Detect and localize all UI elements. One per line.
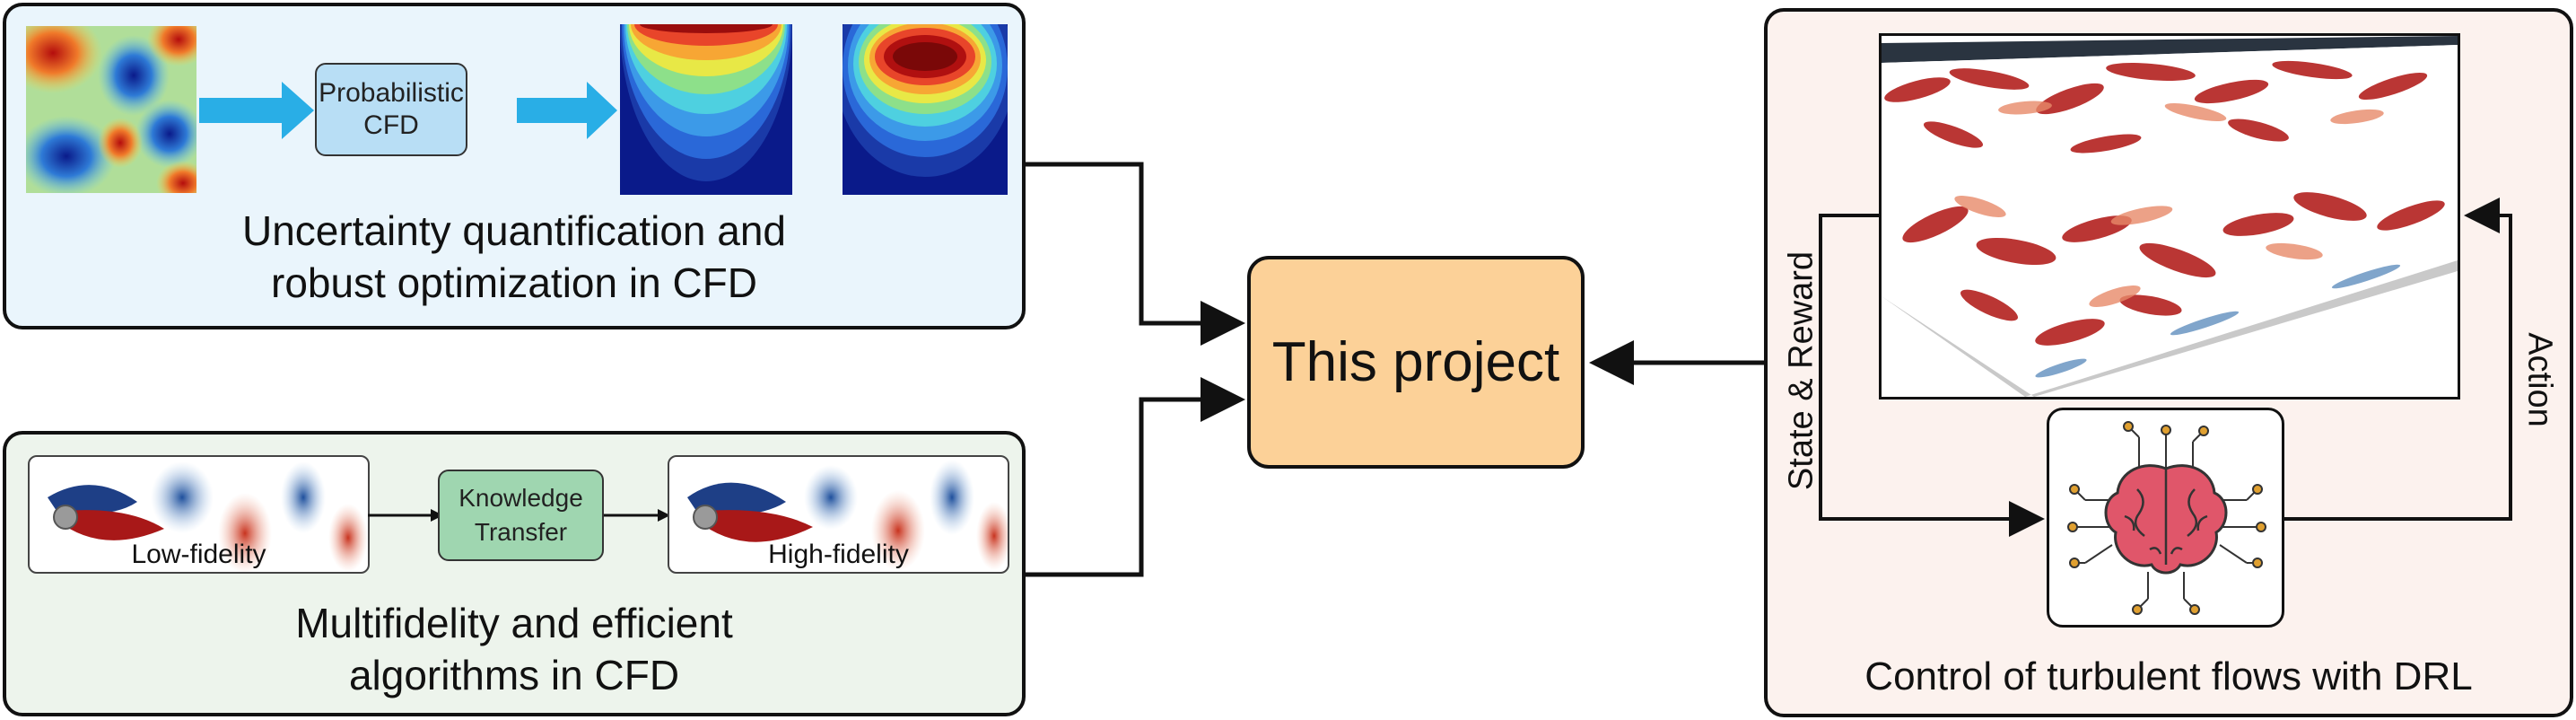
this-project-label: This project: [1271, 331, 1560, 393]
neural-network-agent: [2047, 408, 2284, 628]
high-fidelity-flow-image: High-fidelity: [668, 455, 1009, 574]
drl-feedback-loop: [1819, 198, 2512, 537]
low-fidelity-flow-image: Low-fidelity: [28, 455, 370, 574]
this-project-node: This project: [1247, 256, 1585, 469]
uq-caption-line2: robust optimization in CFD: [271, 259, 757, 306]
state-reward-label: State & Reward: [1782, 250, 1821, 491]
uq-caption-line1: Uncertainty quantification and: [241, 207, 787, 254]
mf-caption-line1: Multifidelity and efficient: [295, 600, 733, 646]
probabilistic-cfd-line2: CFD: [363, 110, 419, 140]
arrow-mf-to-project: [1025, 377, 1245, 577]
probabilistic-cfd-line1: Probabilistic: [319, 78, 464, 108]
arrow-to-knowledge-icon: [368, 509, 443, 522]
knowledge-transfer-line2: Transfer: [474, 518, 568, 546]
uq-panel: Probabilistic CFD: [3, 3, 1026, 329]
high-fidelity-label: High-fidelity: [768, 540, 909, 569]
drl-panel: State & Reward Action: [1764, 8, 2573, 717]
arrow-from-probabilistic-icon: [517, 82, 617, 139]
uq-caption: Uncertainty quantification and robust op…: [6, 206, 1022, 309]
mean-field-contour: [620, 24, 792, 195]
mf-panel: Low-fidelity Knowledge Transfer High-fid…: [3, 431, 1026, 716]
knowledge-transfer-line1: Knowledge: [458, 484, 583, 513]
brain-icon: [2067, 421, 2266, 615]
turbulent-channel-flow-image: [1879, 33, 2460, 400]
action-label: Action: [2520, 332, 2559, 427]
arrow-uq-to-project: [1025, 162, 1245, 346]
state-reward-path: [1819, 214, 2045, 537]
mf-caption: Multifidelity and efficient algorithms i…: [6, 598, 1022, 701]
arrow-from-knowledge-icon: [604, 509, 670, 522]
probabilistic-cfd-node: Probabilistic CFD: [315, 63, 467, 156]
std-field-contour: [843, 24, 1008, 195]
knowledge-transfer-node: Knowledge Transfer: [438, 470, 604, 561]
action-path: [2283, 198, 2512, 521]
random-field-image: [26, 26, 196, 193]
low-fidelity-label: Low-fidelity: [131, 540, 266, 569]
arrow-to-probabilistic-icon: [199, 82, 314, 139]
drl-caption: Control of turbulent flows with DRL: [1864, 654, 2473, 698]
mf-caption-line2: algorithms in CFD: [348, 651, 680, 698]
